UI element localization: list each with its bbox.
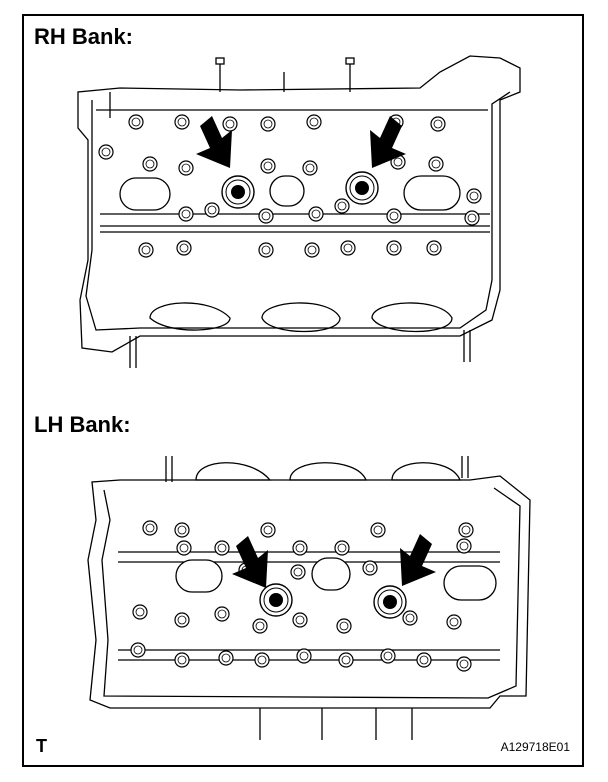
arrow-icon (196, 116, 232, 168)
lh-bank-seal-left (259, 583, 293, 617)
rh-bank-seal-right (345, 171, 379, 205)
lh-bank-head (87, 456, 531, 740)
rh-bank-head (77, 55, 521, 368)
arrow-icon (400, 534, 436, 586)
figure-id: A129718E01 (500, 740, 570, 754)
figure-frame: RH Bank: LH Bank: T A129718E01 (22, 14, 584, 767)
arrow-icon (370, 116, 406, 168)
corner-mark: T (36, 736, 47, 756)
lh-bank-label: LH Bank: (34, 412, 131, 437)
lh-bank-seal-right (373, 585, 407, 619)
rh-bank-seal-left (221, 175, 255, 209)
rh-bank-label: RH Bank: (34, 24, 134, 49)
arrow-icon (232, 536, 268, 588)
